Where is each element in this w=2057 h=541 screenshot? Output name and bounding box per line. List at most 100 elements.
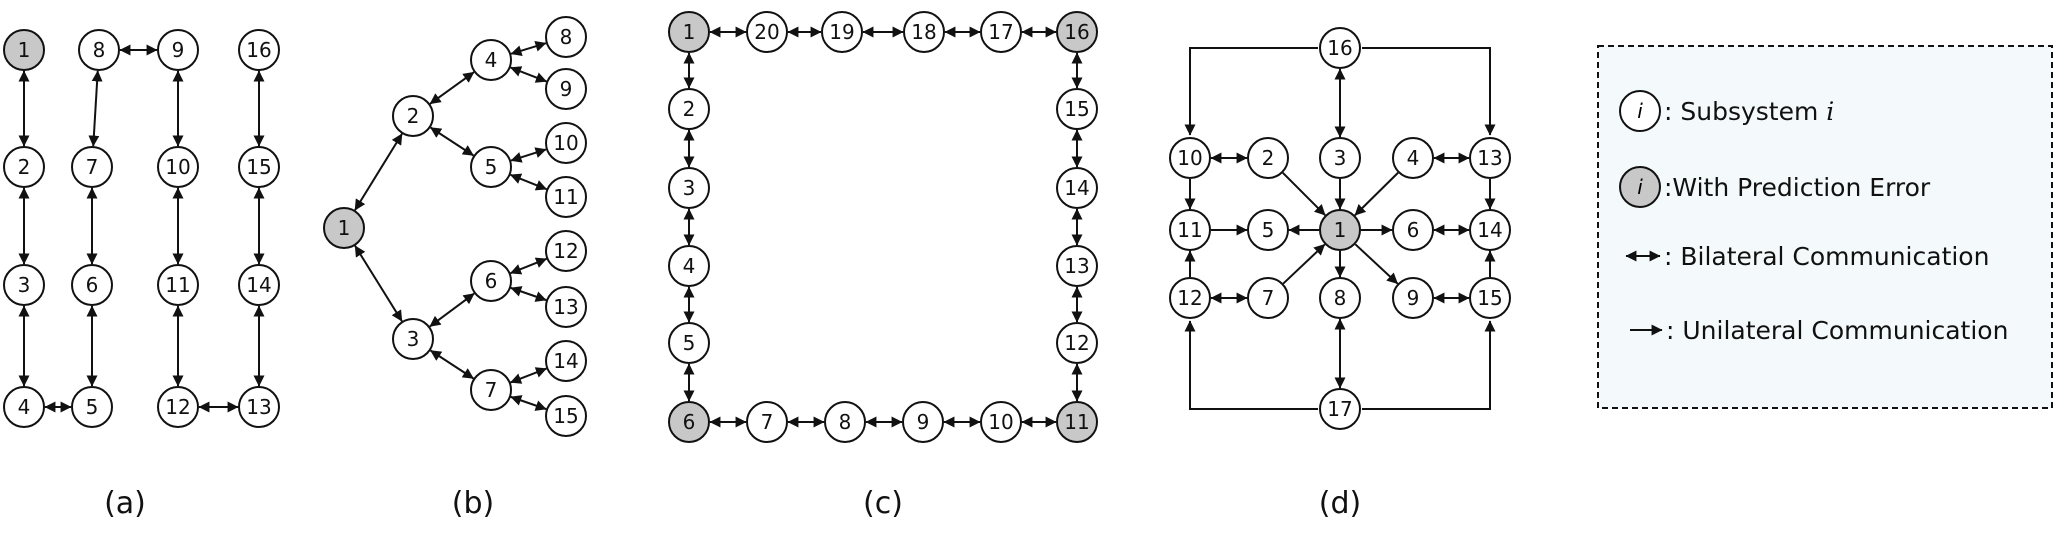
node-label: 16: [1327, 36, 1352, 60]
node-a-3: 3: [3, 264, 45, 306]
node-label: 6: [1407, 218, 1420, 242]
node-d-6: 6: [1392, 209, 1434, 251]
node-label: 4: [1407, 146, 1420, 170]
node-a-6: 6: [71, 264, 113, 306]
edge-d-2-1: [1282, 172, 1326, 216]
node-circle: [392, 95, 434, 137]
edge-b-1-2: [354, 133, 403, 211]
node-label: 13: [1477, 146, 1502, 170]
node-label: 12: [165, 395, 190, 419]
caption-d: (d): [1319, 486, 1361, 521]
node-circle: [1247, 137, 1289, 179]
node-label: 11: [1177, 218, 1202, 242]
node-c-6: 6: [668, 401, 710, 443]
node-circle: [71, 386, 113, 428]
node-label: 1: [683, 20, 696, 44]
legend-label-subsystem-italic: i: [1826, 97, 1834, 126]
node-b-12: 12: [545, 230, 587, 272]
edge-b-3-6: [429, 292, 475, 328]
edge-b-5-11: [509, 173, 548, 191]
node-a-5: 5: [71, 386, 113, 428]
node-circle: [980, 401, 1022, 443]
legend-label-bilateral: : Bilateral Communication: [1664, 242, 1989, 271]
node-circle: [980, 11, 1022, 53]
node-d-10: 10: [1169, 137, 1211, 179]
legend-gray-node-icon-text: i: [1637, 175, 1643, 199]
node-circle: [1056, 322, 1098, 364]
node-label: 15: [553, 404, 578, 428]
node-label: 5: [86, 395, 99, 419]
edge-d-4-1: [1354, 172, 1399, 216]
node-label: 1: [18, 38, 31, 62]
node-d-3: 3: [1319, 137, 1361, 179]
node-circle: [470, 146, 512, 188]
node-circle: [71, 146, 113, 188]
node-label: 20: [754, 20, 779, 44]
node-label: 8: [93, 38, 106, 62]
edge-b-4-8: [510, 40, 547, 57]
node-label: 15: [1477, 286, 1502, 310]
node-label: 11: [553, 185, 578, 209]
node-circle: [1247, 209, 1289, 251]
node-c-18: 18: [903, 11, 945, 53]
node-b-7: 7: [470, 369, 512, 411]
node-circle: [238, 29, 280, 71]
node-label: 17: [1327, 397, 1352, 421]
node-label: 5: [1262, 218, 1275, 242]
node-c-19: 19: [821, 11, 863, 53]
node-label: 13: [246, 395, 271, 419]
node-circle: [157, 386, 199, 428]
edge-b-6-12: [509, 257, 548, 275]
node-a-7: 7: [71, 146, 113, 188]
node-circle: [1469, 209, 1511, 251]
node-label: 4: [485, 48, 498, 72]
node-circle: [668, 322, 710, 364]
node-label: 14: [1477, 218, 1502, 242]
node-circle: [157, 264, 199, 306]
node-circle: [78, 29, 120, 71]
node-circle: [1056, 401, 1098, 443]
node-c-7: 7: [746, 401, 788, 443]
node-c-4: 4: [668, 245, 710, 287]
node-b-11: 11: [545, 176, 587, 218]
node-circle: [470, 39, 512, 81]
legend-item-subsystem: i : Subsystem i: [1619, 90, 1834, 132]
node-label: 9: [560, 77, 573, 101]
node-circle: [824, 401, 866, 443]
legend-label-subsystem: : Subsystem i: [1664, 97, 1834, 126]
node-circle: [71, 264, 113, 306]
legend-node-icon-text: i: [1637, 99, 1643, 123]
node-d-11: 11: [1169, 209, 1211, 251]
node-a-15: 15: [238, 146, 280, 188]
node-circle: [3, 29, 45, 71]
node-circle: [392, 318, 434, 360]
node-c-17: 17: [980, 11, 1022, 53]
node-d-2: 2: [1247, 137, 1289, 179]
node-a-16: 16: [238, 29, 280, 71]
node-circle: [668, 167, 710, 209]
legend-label-unilateral: : Unilateral Communication: [1666, 316, 2008, 345]
node-circle: [1319, 277, 1361, 319]
node-label: 4: [18, 395, 31, 419]
node-circle: [238, 264, 280, 306]
caption-c: (c): [863, 486, 903, 521]
node-b-14: 14: [545, 340, 587, 382]
node-circle: [746, 401, 788, 443]
legend-box: [1597, 45, 2053, 409]
node-label: 4: [683, 254, 696, 278]
legend-node-icon: [1619, 90, 1661, 132]
node-circle: [1392, 277, 1434, 319]
node-d-4: 4: [1392, 137, 1434, 179]
node-c-11: 11: [1056, 401, 1098, 443]
edge-a-7-8: [88, 70, 103, 147]
node-circle: [902, 401, 944, 443]
routed-edge-d-3: [1362, 320, 1496, 410]
node-d-13: 13: [1469, 137, 1511, 179]
node-label: 6: [485, 269, 498, 293]
node-label: 3: [407, 327, 420, 351]
node-label: 9: [1407, 286, 1420, 310]
node-circle: [1392, 209, 1434, 251]
node-label: 17: [988, 20, 1013, 44]
node-a-4: 4: [3, 386, 45, 428]
